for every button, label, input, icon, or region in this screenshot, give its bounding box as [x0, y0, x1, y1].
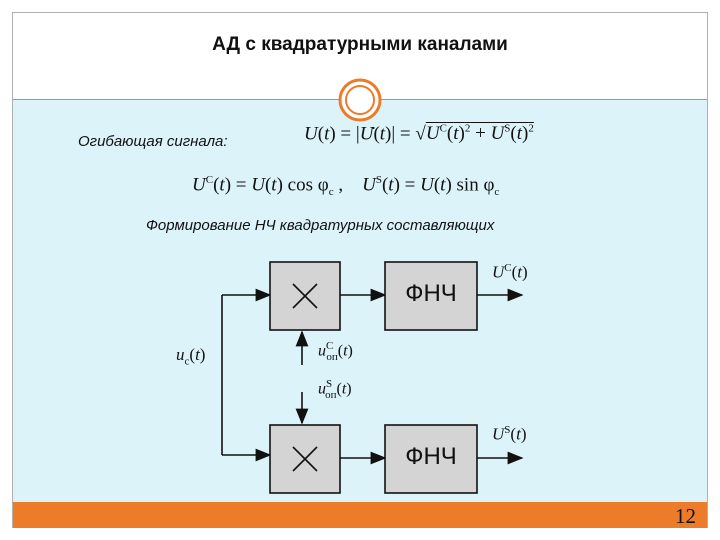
lowpass-filter-bottom [384, 424, 478, 494]
slide-title: АД с квадратурными каналами [212, 34, 508, 55]
ref-cos-label: uCоп(t) [318, 340, 353, 363]
ref-sin-label: uSоп(t) [318, 378, 352, 401]
lowpass-filter-top [384, 261, 478, 331]
input-signal-label: uc(t) [176, 345, 206, 368]
output-top-label: UC(t) [492, 262, 528, 282]
output-bottom-label: US(t) [492, 424, 527, 444]
envelope-label: Огибающая сигнала: [78, 133, 228, 150]
filter-top-label: ФНЧ [405, 280, 457, 307]
page-number: 12 [675, 504, 696, 528]
filter-bottom-label: ФНЧ [405, 443, 457, 470]
slide-footer-bar [13, 502, 707, 528]
slide-content-area [13, 100, 707, 502]
components-formula: UC(t) = U(t) cos φc , US(t) = U(t) sin φ… [192, 174, 500, 199]
multiplier-bottom [269, 424, 341, 494]
formation-label: Формирование НЧ квадратурных составляющи… [146, 217, 495, 234]
multiplier-top [269, 261, 341, 331]
envelope-formula: U(t) = |U̇(t)| = √UC(t)2 + US(t)2 [304, 123, 534, 145]
